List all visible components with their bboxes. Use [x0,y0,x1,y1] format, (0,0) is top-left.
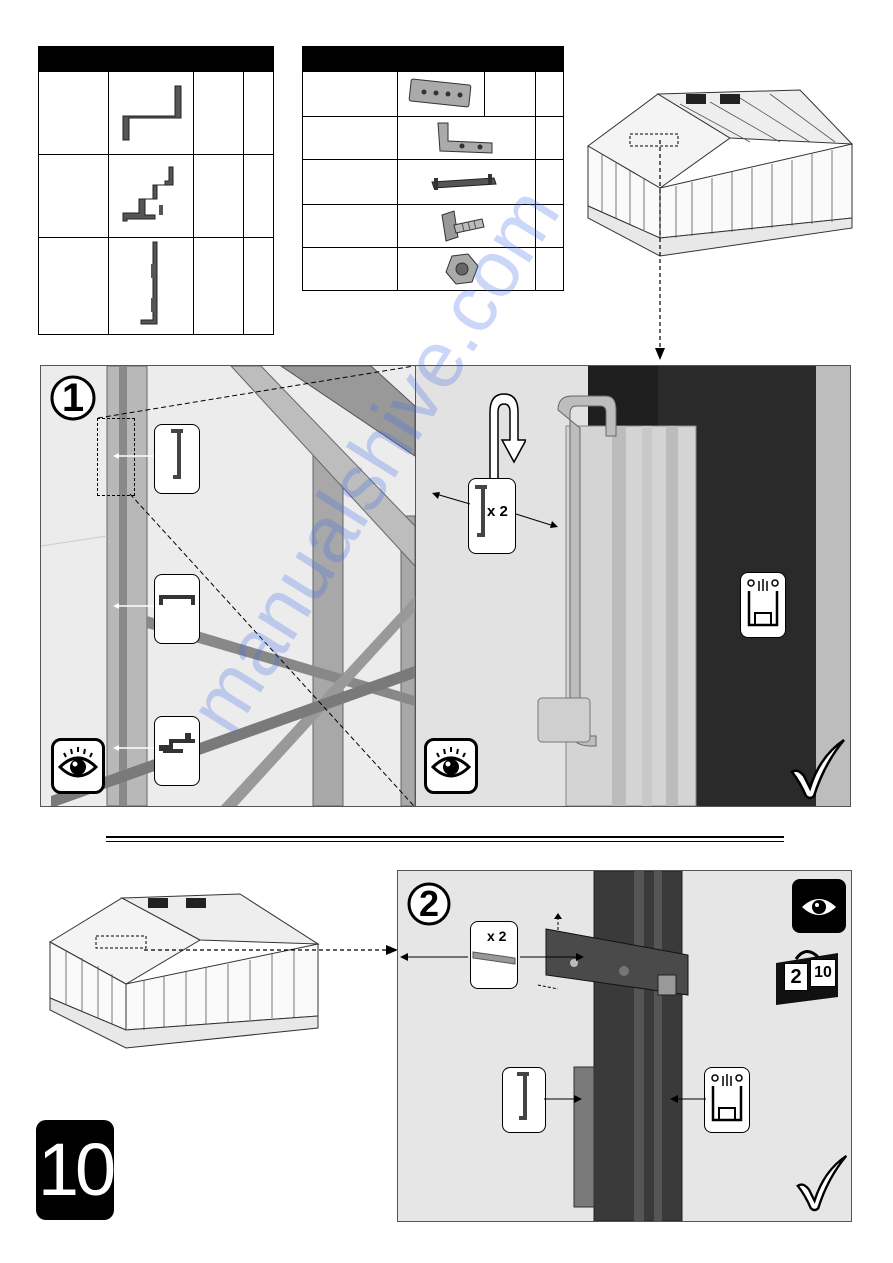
section-divider [106,841,784,842]
reference-page: 10 [810,959,836,987]
quantity-label: x 2 [487,928,507,944]
parts-table-profiles [38,46,275,335]
profile-callout [154,716,200,786]
greenhouse-frame-detail [41,366,415,806]
parts-table-hardware [302,46,565,291]
quantity-label: x 2 [487,503,508,520]
page-number-box: 10 [36,1120,116,1220]
greenhouse-overview-illustration [49,893,320,1049]
connector-strip-icon [408,78,471,108]
step1-detail-panel: x 2 [415,365,851,807]
callout-leaders [113,453,154,751]
clip-callout [502,1067,546,1133]
strip-quantity-callout: x 2 [470,921,518,989]
checkmark-icon [796,1154,848,1212]
reference-badge: 2 10 [772,943,842,1005]
clip-profile-icon [431,174,497,190]
greenhouse-overview-illustration [587,89,854,257]
angle-bracket-icon [437,122,493,154]
leader-arrow [670,1095,706,1103]
clip-callout [154,424,200,494]
double-arrow [432,492,558,528]
profile-section-icon [122,85,182,141]
nut-icon [445,253,479,285]
leader-arrow [655,140,665,360]
post-strip-illustration [398,871,851,1221]
page-number: 10 [37,1128,116,1211]
step2-detail-panel: 2 x 2 2 10 [397,870,852,1222]
profile-section-callout [704,1067,750,1133]
clip-quantity-callout: x 2 [468,478,516,554]
step-number-badge: 2 [406,881,452,927]
zoom-connector-lines [97,365,415,807]
step-number-badge: 1 [49,374,97,422]
checkmark-icon [790,738,845,800]
detail-highlight-box [97,418,135,496]
step-number: 1 [61,376,85,420]
profile-section-icon [140,241,158,325]
leader-arrows [400,913,584,990]
leader-arrow [544,1095,582,1103]
step1-overview-panel: 1 [40,365,416,807]
bolt-icon [441,210,485,242]
eye-icon [51,738,105,794]
section-divider [106,836,784,838]
leader-arrow [144,945,398,955]
rotate-arrow-icon [489,393,526,485]
profile-section-icon [122,166,174,222]
step-number: 2 [418,883,440,924]
eye-icon [424,738,478,794]
u-bracket-callout [154,574,200,644]
reference-step: 2 [784,963,808,991]
eye-icon [792,879,846,933]
profile-section-callout [740,572,786,638]
